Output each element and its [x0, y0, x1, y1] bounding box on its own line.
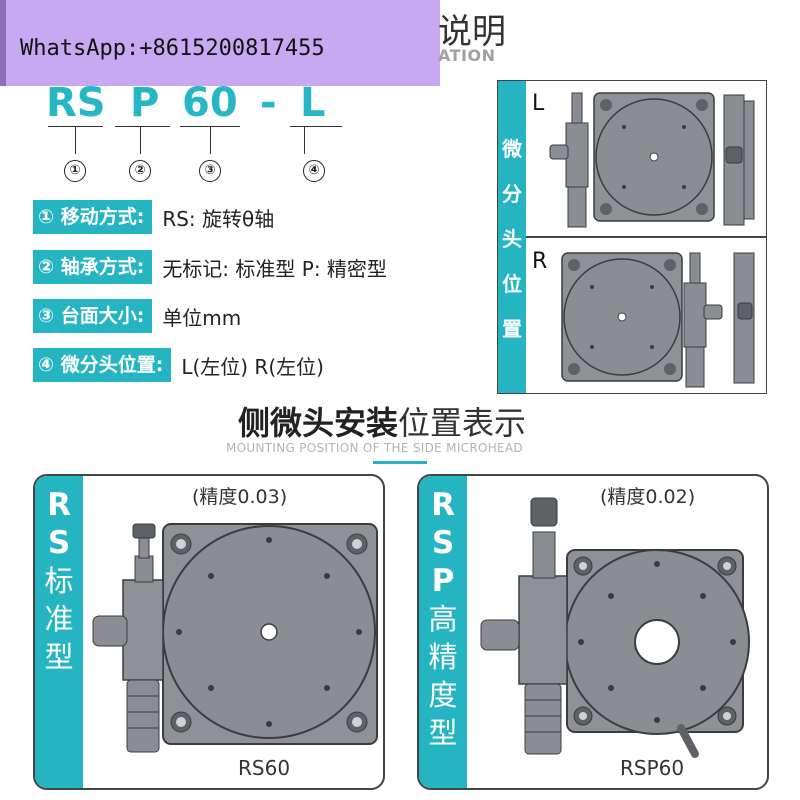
code-tick-1	[75, 126, 76, 154]
section-title-rest: 位置表示	[398, 404, 527, 442]
side-char: 标	[44, 564, 74, 598]
code-circle-2: ②	[129, 160, 151, 182]
spec-label: ② 轴承方式:	[33, 250, 153, 284]
side-char: 高	[428, 602, 458, 636]
position-divider	[526, 236, 767, 238]
side-char: 准	[44, 602, 74, 636]
side-letter: S	[431, 525, 455, 561]
side-char: 分	[502, 181, 522, 206]
code-tick-4	[304, 126, 305, 154]
spec-row-movement: ① 移动方式: RS: 旋转θ轴	[33, 200, 274, 234]
rs60-illustration	[92, 523, 378, 753]
spec-value: 无标记: 标准型 P: 精密型	[162, 256, 387, 281]
side-char: 型	[44, 640, 74, 674]
micrometer-position-box: 微 分 头 位 置 L R	[497, 80, 767, 394]
section-rule	[373, 461, 427, 464]
spec-label: ① 移动方式:	[33, 200, 153, 234]
spec-label: ③ 台面大小:	[33, 299, 153, 333]
panel-rs-precision: (精度0.03)	[192, 486, 288, 508]
code-part-p: P	[130, 80, 160, 126]
code-tick-3	[210, 126, 211, 154]
page-title-partial: 说明	[438, 12, 506, 52]
spec-row-bearing: ② 轴承方式: 无标记: 标准型 P: 精密型	[33, 250, 387, 284]
spec-label: ④ 微分头位置:	[33, 348, 172, 382]
spec-value: RS: 旋转θ轴	[162, 206, 275, 231]
side-char: 精	[428, 640, 458, 674]
code-circle-4: ④	[303, 160, 325, 182]
panel-rs-side: R S 标 准 型	[35, 476, 83, 788]
code-part-60: 60	[182, 80, 238, 126]
section-subtitle: MOUNTING POSITION OF THE SIDE MICROHEAD	[226, 441, 523, 455]
position-letter-r: R	[532, 249, 548, 274]
code-part-l: L	[300, 80, 326, 126]
side-char: 置	[502, 316, 522, 341]
page-subtitle-partial: ATION	[438, 46, 496, 65]
spec-value: 单位mm	[162, 305, 242, 330]
spec-row-table-size: ③ 台面大小: 单位mm	[33, 299, 241, 333]
watermark-text: WhatsApp:+8615200817455	[20, 36, 325, 61]
side-char: 度	[428, 678, 458, 712]
position-letter-l: L	[532, 91, 545, 116]
rsp60-illustration	[480, 497, 750, 758]
code-underline-2	[115, 126, 170, 127]
panel-rsp-model: RSP60	[620, 756, 685, 780]
side-char: 微	[502, 136, 522, 161]
code-part-dash: -	[260, 80, 277, 126]
panel-rsp: R S P 高 精 度 型	[417, 474, 769, 790]
side-char: 型	[428, 716, 458, 750]
spec-value: L(左位) R(左位)	[181, 354, 324, 379]
code-tick-2	[140, 126, 141, 154]
side-char: 位	[502, 271, 522, 296]
code-underline-4	[290, 126, 342, 127]
section-title: 侧微头安装位置表示	[238, 398, 526, 444]
panel-rs: R S 标 准 型	[33, 474, 385, 790]
side-letter: R	[431, 487, 455, 523]
side-letter: R	[47, 487, 71, 523]
position-side-label: 微 分 头 位 置	[498, 81, 526, 393]
spec-row-micrometer-position: ④ 微分头位置: L(左位) R(左位)	[33, 348, 324, 382]
panel-rsp-side: R S P 高 精 度 型	[419, 476, 467, 788]
side-letter: P	[431, 563, 455, 599]
watermark-banner: WhatsApp:+8615200817455	[0, 0, 440, 86]
stage-l-illustration	[549, 92, 755, 228]
stage-r-illustration	[561, 252, 755, 388]
side-char: 头	[502, 226, 522, 251]
panel-rsp-precision: (精度0.02)	[600, 486, 696, 508]
side-letter: S	[47, 525, 71, 561]
code-circle-3: ③	[199, 160, 221, 182]
code-part-rs: RS	[46, 80, 106, 126]
code-circle-1: ①	[64, 160, 86, 182]
section-title-bold: 侧微头安装	[238, 404, 399, 442]
panel-rs-model: RS60	[238, 756, 291, 780]
